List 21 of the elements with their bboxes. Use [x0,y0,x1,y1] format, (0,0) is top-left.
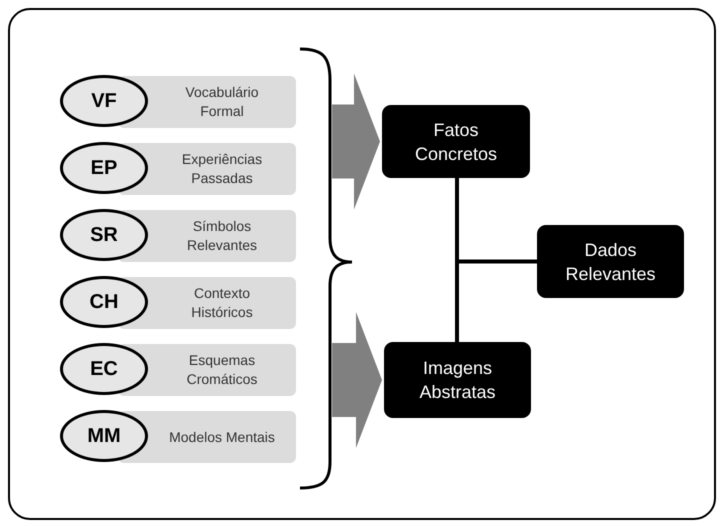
concept-box [537,225,684,298]
category-label: Vocabulário Formal [184,83,260,121]
concept-box [384,342,531,418]
concept-label: Fatos Concretos [414,118,498,166]
category-label: Modelos Mentais [168,428,276,446]
block-arrow [332,74,380,210]
code-label: VF [91,89,117,114]
connector-line [455,260,537,342]
code-label: CH [90,290,118,315]
concept-box [382,105,530,178]
block-arrow [332,312,382,448]
code-label: EP [90,156,118,181]
category-label: Símbolos Relevantes [186,217,258,255]
code-label: MM [87,424,121,449]
code-label: EC [90,357,118,382]
concept-label: Dados Relevantes [564,238,657,286]
category-label: Esquemas Cromáticos [186,351,258,389]
category-label: Experiências Passadas [180,150,264,188]
category-label: Contexto Históricos [190,284,254,322]
concept-label: Imagens Abstratas [418,357,497,404]
code-label: SR [90,223,118,248]
